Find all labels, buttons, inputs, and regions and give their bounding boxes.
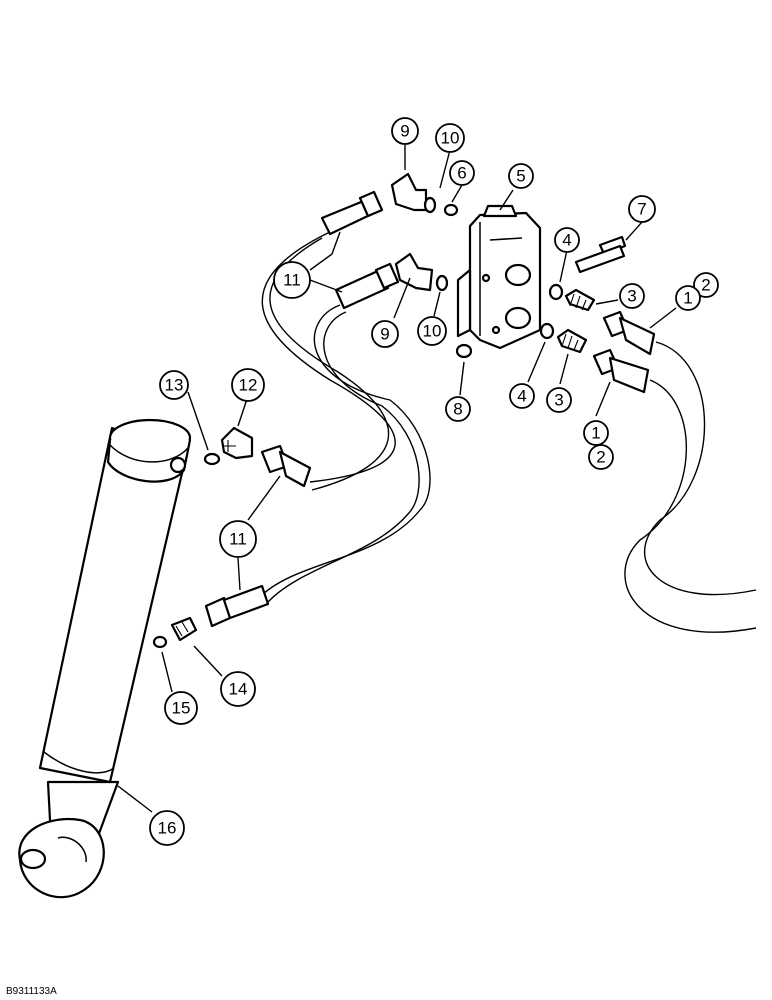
svg-text:9: 9 — [400, 122, 409, 141]
svg-text:7: 7 — [637, 200, 646, 219]
callout-2: 2 — [588, 444, 614, 470]
svg-text:11: 11 — [283, 271, 301, 290]
callout-10: 10 — [435, 123, 465, 153]
svg-text:3: 3 — [627, 287, 636, 306]
callout-14: 14 — [220, 671, 256, 707]
svg-text:2: 2 — [701, 276, 710, 295]
callout-8: 8 — [445, 396, 471, 422]
callout-4: 4 — [509, 383, 535, 409]
callout-11: 11 — [273, 261, 311, 299]
callout-1: 1 — [583, 420, 609, 446]
svg-text:8: 8 — [453, 400, 462, 419]
figure-id: B9311133A — [6, 986, 57, 997]
callout-3: 3 — [619, 283, 645, 309]
leader-lines — [117, 145, 677, 813]
hydraulic-cylinder — [18, 418, 192, 899]
callout-10: 10 — [417, 316, 447, 346]
callout-16: 16 — [149, 810, 185, 846]
callout-5: 5 — [508, 163, 534, 189]
svg-text:5: 5 — [516, 167, 525, 186]
callout-3: 3 — [546, 387, 572, 413]
callout-6: 6 — [449, 160, 475, 186]
svg-text:16: 16 — [158, 819, 177, 838]
fittings-and-seals — [152, 172, 627, 649]
svg-text:1: 1 — [591, 424, 600, 443]
svg-text:1: 1 — [683, 289, 692, 308]
svg-text:13: 13 — [165, 376, 184, 395]
callout-1: 1 — [675, 285, 701, 311]
control-valve — [456, 204, 542, 350]
callout-4: 4 — [554, 227, 580, 253]
svg-text:10: 10 — [423, 322, 442, 341]
callout-12: 12 — [231, 368, 265, 402]
svg-text:11: 11 — [229, 530, 247, 549]
hose-couplings — [204, 190, 656, 628]
svg-text:10: 10 — [441, 129, 460, 148]
svg-text:9: 9 — [380, 325, 389, 344]
svg-text:3: 3 — [554, 391, 563, 410]
callout-9: 9 — [391, 117, 419, 145]
callout-7: 7 — [628, 195, 656, 223]
callout-11: 11 — [219, 520, 257, 558]
svg-text:2: 2 — [596, 448, 605, 467]
svg-text:6: 6 — [457, 164, 466, 183]
callout-15: 15 — [164, 691, 198, 725]
svg-text:15: 15 — [172, 699, 191, 718]
svg-text:14: 14 — [229, 680, 248, 699]
callout-13: 13 — [159, 370, 189, 400]
svg-text:12: 12 — [239, 376, 258, 395]
svg-text:4: 4 — [562, 231, 571, 250]
callout-9: 9 — [371, 320, 399, 348]
callouts: 9 10 6 5 7 4 2 1 3 11 9 10 8 4 3 1 2 13 … — [149, 117, 719, 846]
callout-2: 2 — [693, 272, 719, 298]
svg-text:4: 4 — [517, 387, 526, 406]
